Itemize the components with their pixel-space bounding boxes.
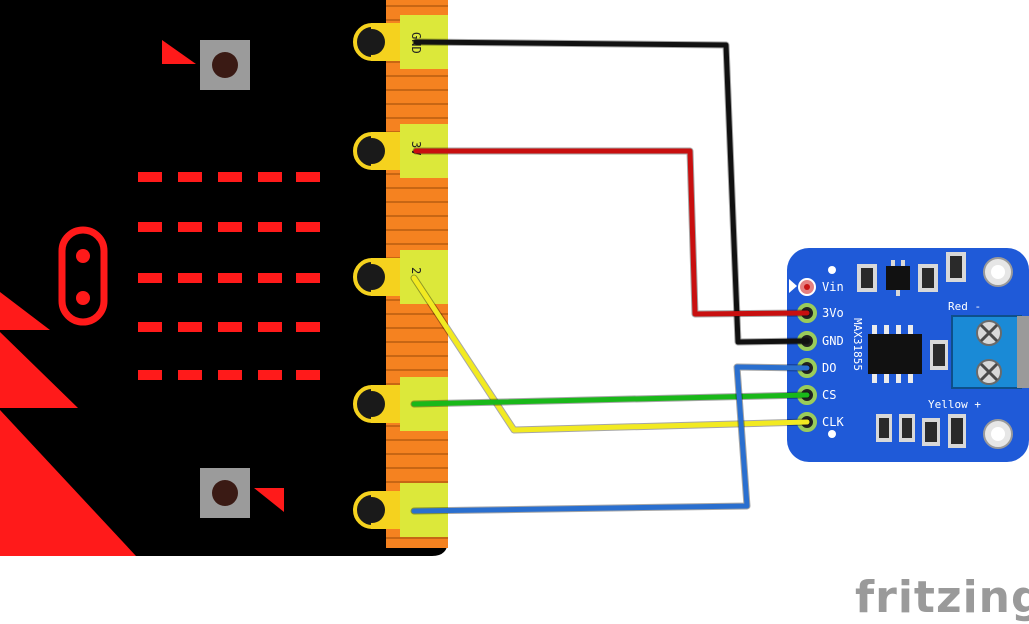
edge-pad[interactable]: 2 <box>353 250 448 304</box>
edge-pad[interactable] <box>353 483 448 537</box>
capacitor <box>861 268 873 288</box>
pin-label: CS <box>822 388 836 402</box>
via <box>828 430 836 438</box>
breakout-pin-clk[interactable]: CLK <box>797 412 844 432</box>
breakout-pin-vin[interactable]: Vin <box>798 278 844 296</box>
regulator-lead <box>896 290 900 296</box>
wires <box>410 38 811 515</box>
led <box>296 222 320 232</box>
wire-shadow <box>410 274 811 434</box>
pin-label: DO <box>822 361 836 375</box>
led <box>178 222 202 232</box>
edge-pad[interactable]: 3V <box>353 124 448 178</box>
pin-hole <box>804 284 810 290</box>
chip-label: MAX31855 <box>851 318 864 371</box>
orientation-arrow <box>789 279 797 293</box>
led <box>258 322 282 332</box>
edge-pad-hole <box>359 29 385 55</box>
led <box>218 322 242 332</box>
diode <box>902 418 912 438</box>
microbit-logo-stripe <box>0 410 136 556</box>
regulator-lead <box>891 260 895 266</box>
fritzing-watermark: fritzing <box>855 572 1029 623</box>
mounting-hole <box>991 427 1005 441</box>
diode <box>879 418 889 438</box>
terminal-block-side <box>1017 316 1029 388</box>
wire-blue[interactable] <box>410 363 811 515</box>
terminal-label-yellow: Yellow + <box>928 398 981 411</box>
led <box>138 172 162 182</box>
led <box>218 222 242 232</box>
wire-yellow[interactable] <box>410 274 811 434</box>
wire-path[interactable] <box>411 364 810 514</box>
via <box>828 266 836 274</box>
capacitor <box>922 268 934 288</box>
wire-green[interactable] <box>410 391 811 408</box>
led <box>258 370 282 380</box>
edge-pad-hole <box>359 497 385 523</box>
mounting-hole <box>991 265 1005 279</box>
pin-label: GND <box>822 334 844 348</box>
edge-pad-hole <box>359 264 385 290</box>
led <box>218 172 242 182</box>
edge-pad-hole <box>359 391 385 417</box>
screw-slot <box>979 362 999 382</box>
led <box>138 322 162 332</box>
wire-shadow <box>412 38 811 346</box>
microbit-logo-dot <box>76 291 90 305</box>
led <box>178 370 202 380</box>
button-b-cap[interactable] <box>212 480 238 506</box>
terminal-label-red: Red - <box>948 300 981 313</box>
led <box>178 322 202 332</box>
led <box>258 273 282 283</box>
led <box>138 273 162 283</box>
led <box>138 222 162 232</box>
button-a-indicator <box>162 40 196 64</box>
led <box>296 273 320 283</box>
screw-slot <box>979 323 999 343</box>
microbit-logo-dot <box>76 249 90 263</box>
led <box>178 273 202 283</box>
wire-path[interactable] <box>413 39 810 345</box>
led <box>296 322 320 332</box>
edge-pad-label: 2 <box>409 267 423 274</box>
resistor <box>950 256 962 278</box>
pin-label: 3Vo <box>822 306 844 320</box>
chip-leads <box>872 325 913 383</box>
max31855-chip <box>868 334 922 374</box>
edge-pad-hole <box>359 138 385 164</box>
microbit-logo-stripe <box>0 292 50 330</box>
led <box>258 172 282 182</box>
led <box>178 172 202 182</box>
pin-label: CLK <box>822 415 844 429</box>
button-b-indicator <box>254 488 284 512</box>
led <box>138 370 162 380</box>
button-a-cap[interactable] <box>212 52 238 78</box>
wire-red[interactable] <box>412 147 811 318</box>
regulator <box>886 266 910 290</box>
microbit-logo <box>58 226 108 326</box>
wire-black[interactable] <box>412 38 811 346</box>
wire-path[interactable] <box>413 148 810 317</box>
led <box>218 370 242 380</box>
wire-path[interactable] <box>411 275 810 433</box>
pin-label: Vin <box>822 280 844 294</box>
resistor <box>951 418 963 444</box>
led-matrix <box>138 172 320 380</box>
regulator-lead <box>901 260 905 266</box>
led <box>258 222 282 232</box>
led <box>296 370 320 380</box>
wire-shadow <box>412 147 811 318</box>
capacitor <box>925 422 937 442</box>
led <box>296 172 320 182</box>
microbit-logo-stripe <box>0 332 78 408</box>
capacitor <box>933 344 945 366</box>
led <box>218 273 242 283</box>
